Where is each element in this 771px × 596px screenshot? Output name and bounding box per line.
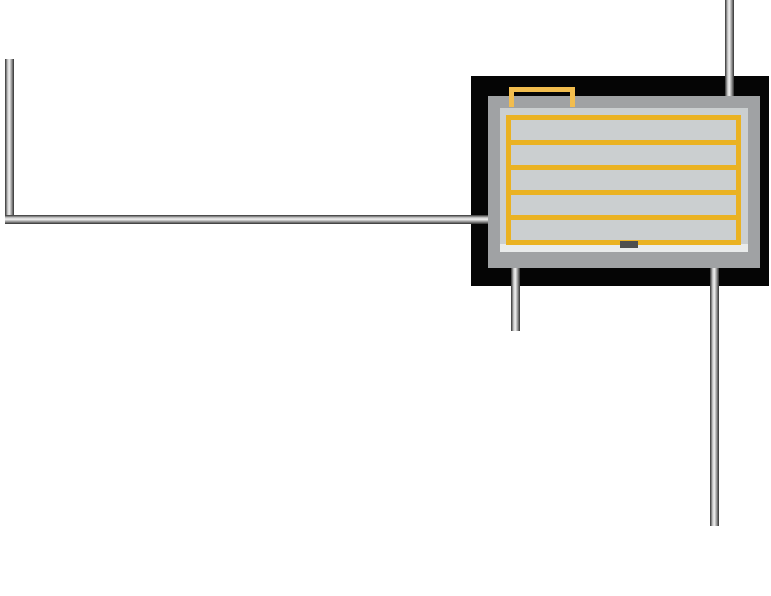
top-bracket bbox=[509, 87, 575, 107]
unit-casing bbox=[488, 96, 760, 268]
bottom-right-pipe bbox=[710, 255, 719, 526]
element-plate bbox=[511, 140, 736, 145]
element-plate bbox=[511, 190, 736, 195]
panel-bottom-strip bbox=[500, 244, 748, 252]
element-frame bbox=[506, 115, 741, 245]
bottom-left-pipe bbox=[511, 255, 520, 331]
top-right-pipe bbox=[725, 0, 734, 100]
plate-stack bbox=[511, 120, 736, 240]
element-plate bbox=[511, 215, 736, 220]
inner-panel bbox=[500, 108, 748, 252]
left-inlet-pipe-vertical bbox=[5, 59, 14, 224]
element-plate bbox=[511, 165, 736, 170]
left-inlet-pipe-horizontal bbox=[5, 215, 495, 224]
fastener-mark bbox=[620, 241, 638, 248]
